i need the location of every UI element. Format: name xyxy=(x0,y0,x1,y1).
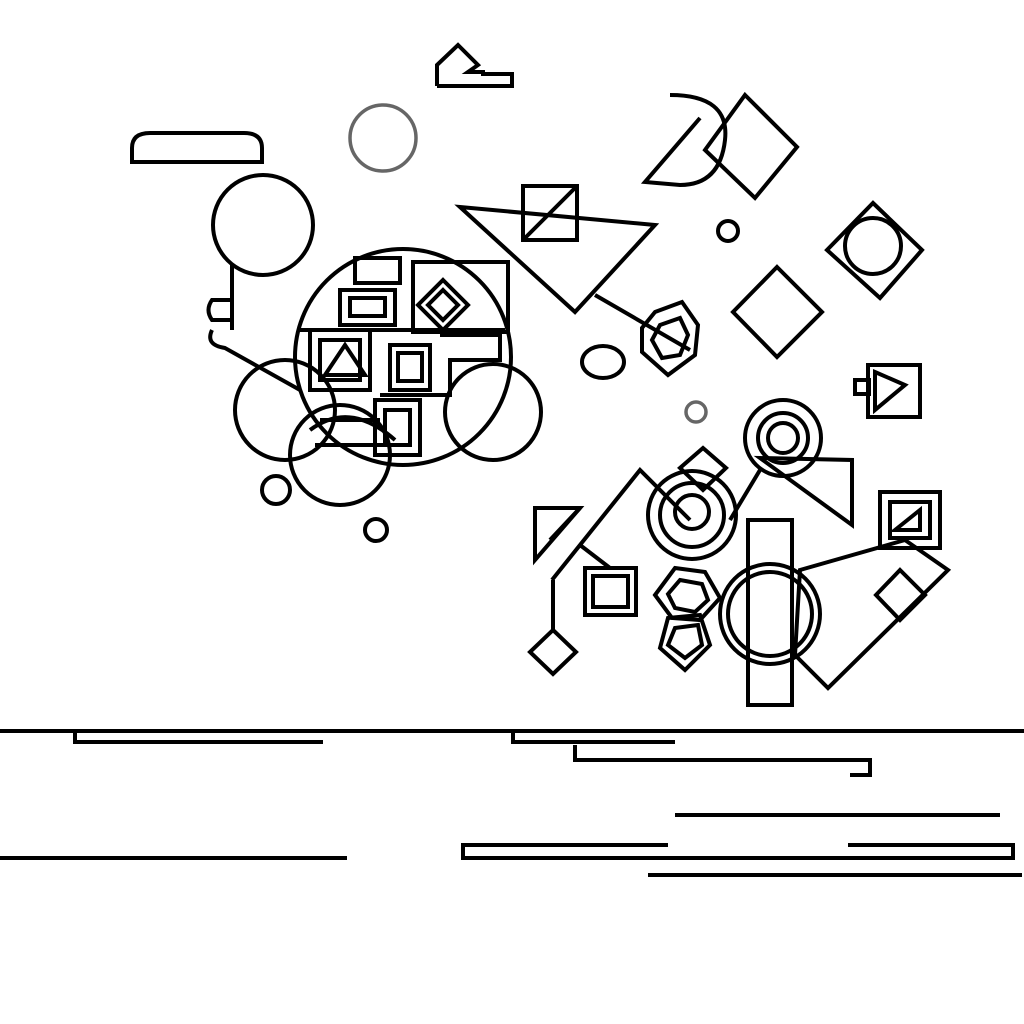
square xyxy=(583,566,638,617)
diamond xyxy=(677,445,729,493)
triangle xyxy=(889,505,922,532)
pill-shape xyxy=(130,131,264,164)
circle xyxy=(843,216,903,276)
diamond xyxy=(702,91,800,201)
diamond xyxy=(730,264,825,360)
square xyxy=(591,574,630,609)
triangle xyxy=(454,204,660,315)
line xyxy=(550,467,692,582)
house-shape xyxy=(435,42,514,88)
gray-circle xyxy=(348,103,418,173)
gray-small-circle xyxy=(684,400,708,424)
octagon xyxy=(657,612,713,673)
dense-sphere xyxy=(293,247,513,467)
crescent-shape xyxy=(640,93,728,188)
octagon xyxy=(665,577,711,615)
circle xyxy=(766,421,800,455)
rectangle xyxy=(746,518,794,707)
line xyxy=(578,543,612,570)
square xyxy=(888,500,932,540)
tab xyxy=(853,378,871,396)
line xyxy=(548,506,582,542)
circle xyxy=(443,362,543,462)
circle xyxy=(756,411,810,465)
diamond xyxy=(873,567,928,623)
circle xyxy=(726,570,814,658)
small-circle xyxy=(363,517,389,543)
large-polygon xyxy=(792,537,952,691)
diagonal-line xyxy=(521,184,579,242)
square xyxy=(521,184,579,242)
diamond xyxy=(824,200,925,301)
circle xyxy=(718,562,822,666)
octagon xyxy=(649,315,691,361)
square xyxy=(878,490,942,550)
octagon xyxy=(640,299,701,378)
circle xyxy=(288,403,392,507)
circle xyxy=(211,173,315,277)
ellipse xyxy=(580,344,626,380)
triangle xyxy=(753,455,854,529)
horizon-lines xyxy=(0,729,1024,877)
line xyxy=(593,293,692,352)
octagon xyxy=(665,622,705,661)
line xyxy=(728,468,762,522)
hook-shape xyxy=(206,298,301,392)
circle xyxy=(233,358,337,462)
circle xyxy=(646,469,738,561)
triangle xyxy=(873,368,909,415)
circle xyxy=(673,493,711,531)
circle xyxy=(658,481,726,549)
diamond xyxy=(527,627,579,677)
small-circle xyxy=(260,474,292,506)
small-circle xyxy=(716,219,740,243)
